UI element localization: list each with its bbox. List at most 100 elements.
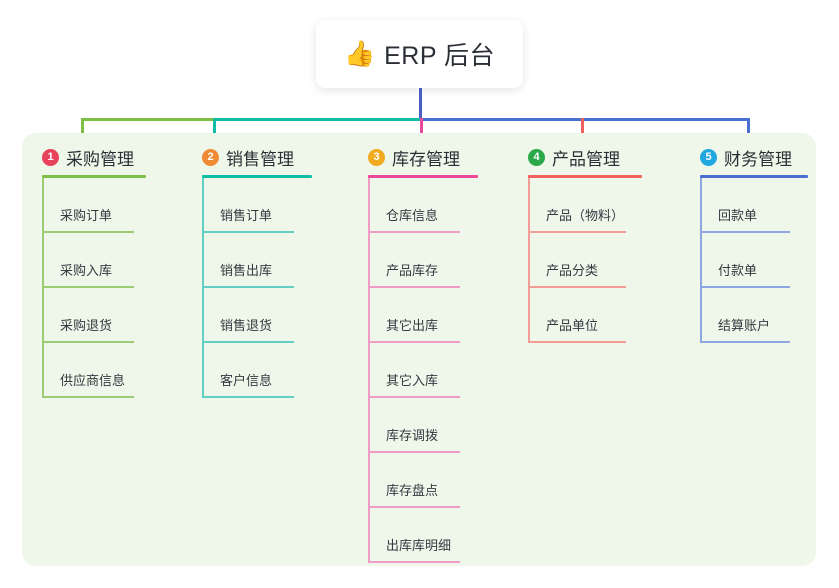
drop-product <box>581 118 584 146</box>
leaf-list: 采购订单采购入库采购退货供应商信息 <box>42 178 146 398</box>
leaf-underline <box>368 451 460 453</box>
leaf-underline <box>700 286 790 288</box>
leaf-item[interactable]: 其它入库 <box>368 343 478 398</box>
leaf-spine <box>42 178 44 398</box>
branch-title: 财务管理 <box>724 149 792 169</box>
leaf-item[interactable]: 仓库信息 <box>368 178 478 233</box>
leaf-underline <box>202 341 294 343</box>
leaf-item[interactable]: 供应商信息 <box>42 343 146 398</box>
drop-inventory <box>420 118 423 146</box>
leaf-item[interactable]: 产品库存 <box>368 233 478 288</box>
leaf-item[interactable]: 采购入库 <box>42 233 146 288</box>
leaf-item-label: 出库库明细 <box>386 538 452 553</box>
drop-purchasing <box>81 118 84 146</box>
leaf-underline <box>42 231 134 233</box>
leaf-item[interactable]: 采购退货 <box>42 288 146 343</box>
branch-column-3: 3 库存管理仓库信息产品库存其它出库其它入库库存调拨库存盘点出库库明细 <box>368 146 478 563</box>
leaf-item-label: 付款单 <box>718 263 758 278</box>
leaf-item[interactable]: 结算账户 <box>700 288 808 343</box>
branch-number-badge: 1 <box>42 148 59 166</box>
leaf-underline <box>528 231 626 233</box>
branch-title: 采购管理 <box>66 149 134 169</box>
drop-finance <box>747 118 750 146</box>
leaf-item[interactable]: 产品单位 <box>528 288 642 343</box>
leaf-underline <box>202 396 294 398</box>
leaf-item[interactable]: 出库库明细 <box>368 508 478 563</box>
leaf-item-label: 销售退货 <box>220 318 273 333</box>
leaf-spine <box>700 178 702 343</box>
leaf-item-label: 结算账户 <box>718 318 771 333</box>
leaf-item[interactable]: 客户信息 <box>202 343 312 398</box>
branch-header-1[interactable]: 1 采购管理 <box>42 146 146 169</box>
branch-header-3[interactable]: 3 库存管理 <box>368 146 478 169</box>
leaf-item-label: 销售出库 <box>220 263 273 278</box>
leaf-item[interactable]: 库存调拨 <box>368 398 478 453</box>
branch-column-4: 4 产品管理产品（物料） 产品分类产品单位 <box>528 146 642 343</box>
branch-title: 产品管理 <box>552 149 620 169</box>
leaf-spine <box>202 178 204 398</box>
leaf-item-label: 其它入库 <box>386 373 439 388</box>
branch-underline <box>42 175 146 178</box>
leaf-item[interactable]: 付款单 <box>700 233 808 288</box>
leaf-item[interactable]: 销售订单 <box>202 178 312 233</box>
leaf-spine <box>528 178 530 343</box>
leaf-underline <box>528 286 626 288</box>
root-stem <box>419 88 422 120</box>
leaf-item[interactable]: 采购订单 <box>42 178 146 233</box>
leaf-underline <box>368 231 460 233</box>
leaf-underline <box>368 341 460 343</box>
leaf-item-label: 仓库信息 <box>386 208 439 223</box>
leaf-item[interactable]: 产品分类 <box>528 233 642 288</box>
branch-number-badge: 2 <box>202 148 219 166</box>
leaf-item-label: 采购订单 <box>60 208 113 223</box>
leaf-underline <box>368 561 460 563</box>
branch-column-1: 1 采购管理采购订单采购入库采购退货供应商信息 <box>42 146 146 398</box>
leaf-underline <box>528 341 626 343</box>
branch-header-2[interactable]: 2 销售管理 <box>202 146 312 169</box>
leaf-underline <box>368 396 460 398</box>
leaf-item-label: 其它出库 <box>386 318 439 333</box>
root-node-title: ERP 后台 <box>384 42 496 70</box>
leaf-item[interactable]: 回款单 <box>700 178 808 233</box>
leaf-item-label: 采购入库 <box>60 263 113 278</box>
leaf-item-label: 产品（物料） <box>546 208 625 223</box>
branch-title: 销售管理 <box>226 149 294 169</box>
branch-column-5: 5 财务管理回款单付款单结算账户 <box>700 146 808 343</box>
leaf-list: 产品（物料） 产品分类产品单位 <box>528 178 642 343</box>
branch-number-badge: 3 <box>368 148 385 166</box>
root-node[interactable]: 👍 ERP 后台 <box>316 20 523 88</box>
drop-sales <box>213 118 216 146</box>
branch-number-badge: 5 <box>700 148 717 166</box>
leaf-underline <box>202 231 294 233</box>
leaf-item[interactable]: 销售退货 <box>202 288 312 343</box>
leaf-item[interactable]: 库存盘点 <box>368 453 478 508</box>
leaf-item[interactable]: 其它出库 <box>368 288 478 343</box>
leaf-underline <box>368 286 460 288</box>
branch-underline <box>368 175 478 178</box>
leaf-item[interactable]: 销售出库 <box>202 233 312 288</box>
leaf-item-label: 采购退货 <box>60 318 113 333</box>
leaf-underline <box>42 396 134 398</box>
branch-underline <box>700 175 808 178</box>
leaf-list: 销售订单销售出库销售退货客户信息 <box>202 178 312 398</box>
leaf-item[interactable]: 产品（物料） <box>528 178 642 233</box>
leaf-underline <box>700 231 790 233</box>
leaf-spine <box>368 178 370 563</box>
leaf-underline <box>42 341 134 343</box>
branch-title: 库存管理 <box>392 149 460 169</box>
leaf-item-label: 产品分类 <box>546 263 599 278</box>
bus-green <box>81 118 213 121</box>
leaf-item-label: 客户信息 <box>220 373 273 388</box>
bus-teal <box>213 118 420 121</box>
leaf-item-label: 供应商信息 <box>60 373 126 388</box>
leaf-list: 仓库信息产品库存其它出库其它入库库存调拨库存盘点出库库明细 <box>368 178 478 563</box>
branch-header-4[interactable]: 4 产品管理 <box>528 146 642 169</box>
leaf-item-label: 回款单 <box>718 208 758 223</box>
leaf-item-label: 产品单位 <box>546 318 599 333</box>
branch-header-5[interactable]: 5 财务管理 <box>700 146 808 169</box>
leaf-item-label: 销售订单 <box>220 208 273 223</box>
branch-number-badge: 4 <box>528 148 545 166</box>
branch-column-2: 2 销售管理销售订单销售出库销售退货客户信息 <box>202 146 312 398</box>
thumbs-up-icon: 👍 <box>343 39 376 68</box>
